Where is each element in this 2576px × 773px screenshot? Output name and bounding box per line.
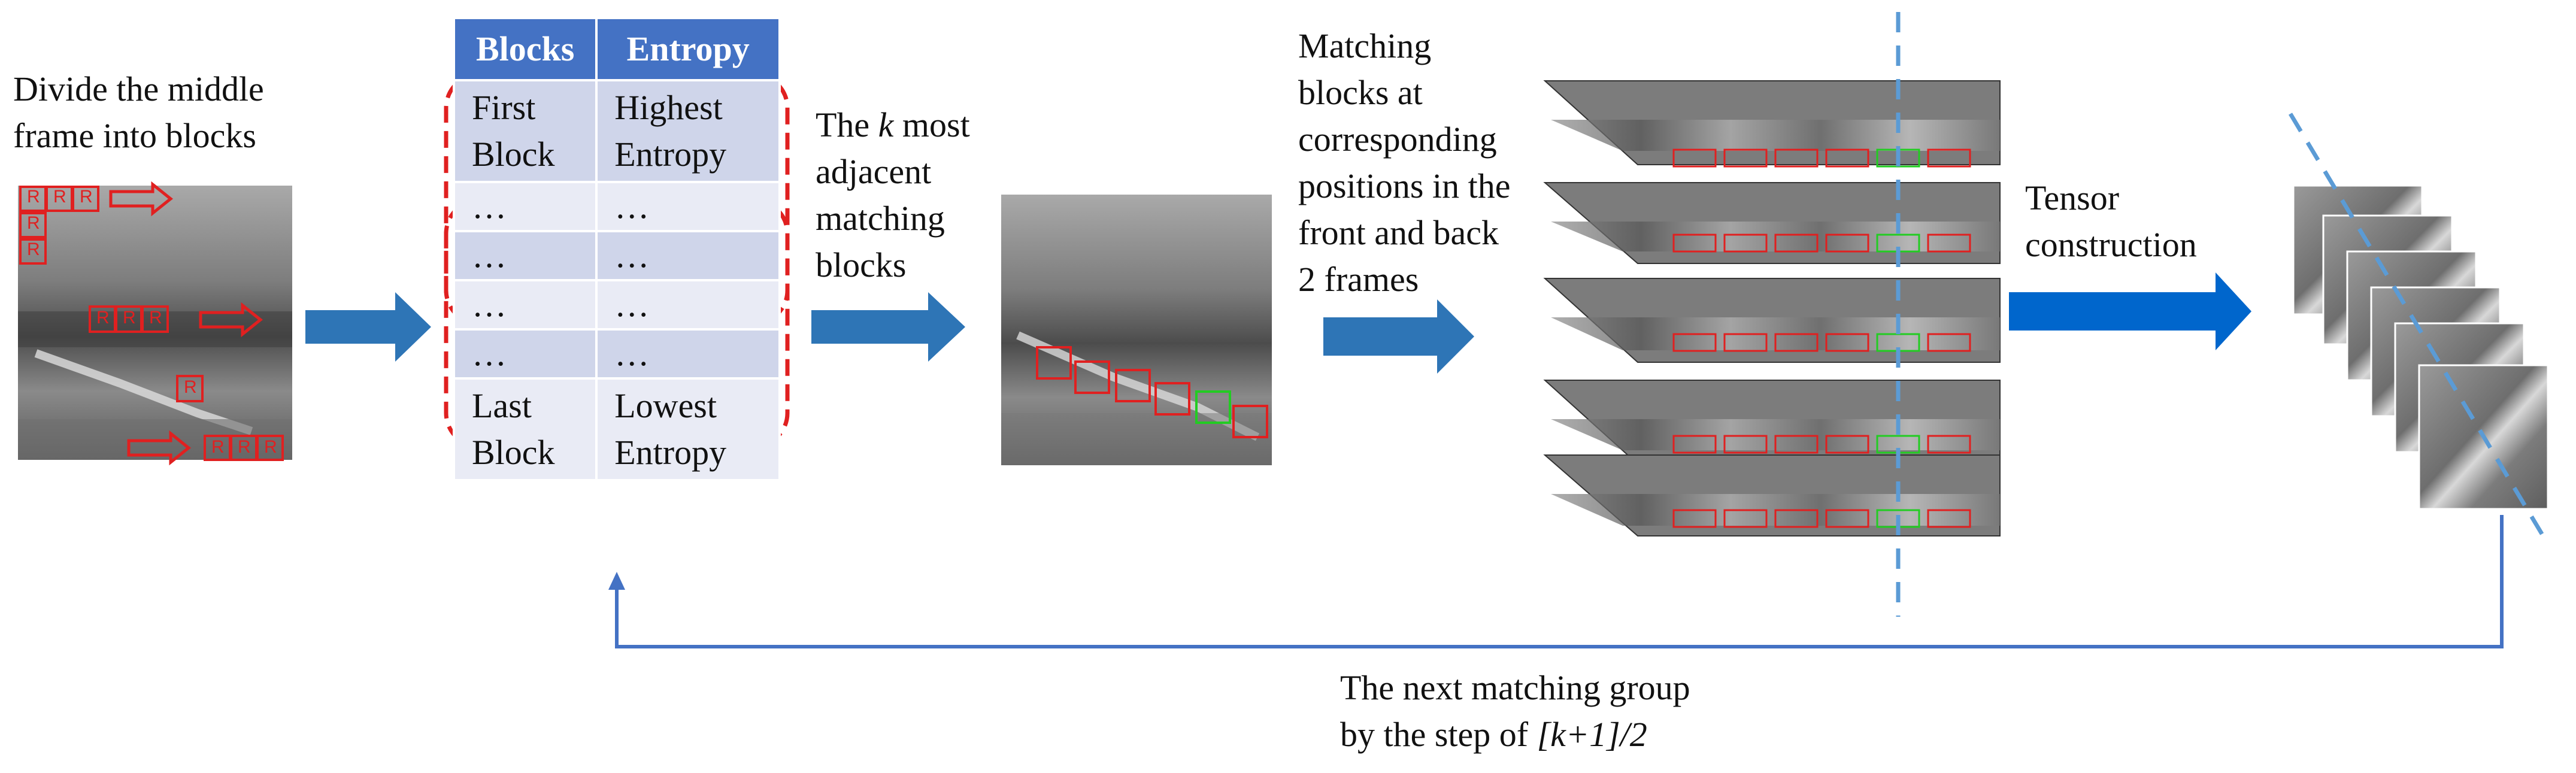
entropy-table: Blocks Entropy First Block Highest Entro… [452,17,781,481]
k-label-line1: The k most [816,102,970,148]
block-marker: R [264,437,277,457]
tensor-label-line2: construction [2025,225,2197,264]
k-label-line2: adjacent [816,152,932,191]
tensor-dashed-line [2288,113,2547,540]
cell-ellipsis: … [595,230,781,281]
matching-blocks [1036,346,1268,438]
cell-first-block: First Block [452,79,598,183]
matching-label-line4: positions in the [1298,166,1511,205]
k-label-line3: matching [816,199,945,238]
divide-frame-label-line2: frame into blocks [13,116,256,155]
cell-ellipsis: … [452,230,598,281]
divide-frame-label-line1: Divide the middle [13,69,264,108]
scan-direction-arrows [109,181,263,466]
matching-image [1001,195,1272,465]
table-row: … … [452,279,781,331]
flow-arrow-1 [305,292,431,362]
table-row-first: First Block Highest Entropy [452,79,781,183]
cell-last-block: Last Block [452,377,598,481]
cell-ellipsis: … [452,181,598,232]
table-row: … … [452,230,781,281]
cell-ellipsis: … [595,181,781,232]
header-blocks: Blocks [452,17,598,81]
cell-highest-entropy: Highest Entropy [595,79,781,183]
cell-ellipsis: … [452,328,598,380]
divide-frame-label: Divide the middle frame into blocks [13,66,264,159]
matching-label-line5: front and back [1298,213,1499,252]
cell-ellipsis: … [595,279,781,331]
cell-lowest-entropy: Lowest Entropy [595,377,781,481]
block-marker: R [123,308,136,328]
step-formula: [k+1]/2 [1536,715,1647,754]
header-entropy: Entropy [595,17,781,81]
tensor-label-line1: Tensor [2025,178,2120,217]
table-header-row: Blocks Entropy [452,17,781,81]
k-label-post: most [893,105,970,144]
next-group-line2: by the step of [k+1]/2 [1340,711,1690,758]
k-label-line4: blocks [816,245,907,284]
block-marker: R [149,308,162,328]
block-marker: R [53,187,66,207]
k-variable: k [878,105,894,144]
block-marker: R [27,240,40,259]
table-row: … … [452,328,781,380]
stack-block-markers [1672,148,1971,528]
next-group-line1: The next matching group [1340,668,1690,707]
flow-arrow-4 [2009,272,2251,350]
matching-blocks-label: Matching blocks at corresponding positio… [1298,23,1510,303]
matching-label-line2: blocks at [1298,73,1423,112]
k-adjacent-label: The k most adjacent matching blocks [816,102,970,289]
next-group-label: The next matching group by the step of [… [1340,665,1690,758]
feedback-loop-arrow [608,515,2504,648]
cell-ellipsis: … [595,328,781,380]
matching-label-line3: corresponding [1298,120,1497,159]
block-marker: R [184,377,197,397]
table-row-last: Last Block Lowest Entropy [452,377,781,481]
cell-ellipsis: … [452,279,598,331]
tensor-construction-label: Tensor construction [2025,175,2197,268]
block-marker: R [238,437,251,457]
block-marker: R [80,187,93,207]
block-marker: R [96,308,110,328]
k-label-pre: The [816,105,878,144]
block-marker: R [27,187,40,207]
flow-arrow-2 [811,292,965,362]
flow-arrow-3 [1323,299,1474,374]
matching-label-line1: Matching [1298,26,1432,65]
tensor-blocks [2292,184,2549,510]
matching-label-line6: 2 frames [1298,260,1419,299]
next-group-pre: by the step of [1340,715,1537,754]
block-marker: R [211,437,225,457]
block-marker: R [27,213,40,233]
table-row: … … [452,181,781,232]
block-markers [19,186,284,461]
